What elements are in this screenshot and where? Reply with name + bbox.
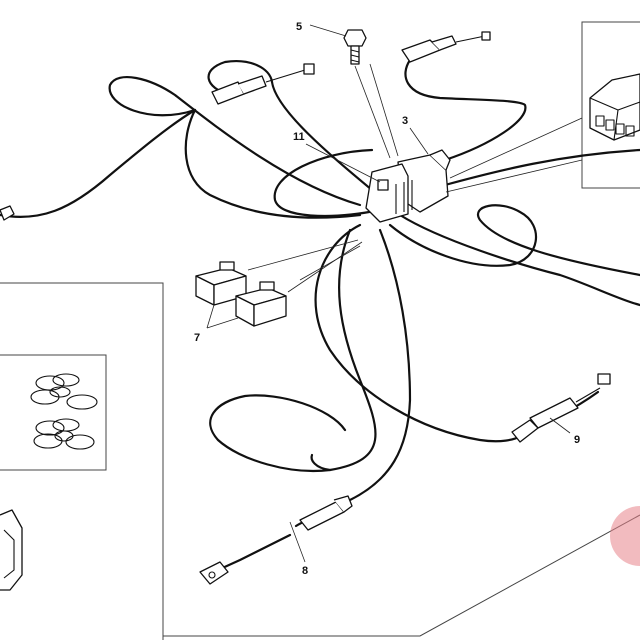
hotspot-marker[interactable] <box>610 506 640 566</box>
sensor-part-9 <box>511 373 611 443</box>
callout-5: 5 <box>296 21 302 33</box>
inset-frame-lower <box>163 514 640 637</box>
central-connector-block <box>365 149 451 223</box>
main-harness <box>0 58 640 572</box>
o-ring-set-lower <box>33 418 95 450</box>
bolt-part-5 <box>343 29 367 65</box>
clip-left <box>0 205 15 221</box>
relay-lower <box>235 281 287 327</box>
callout-7: 7 <box>194 332 200 344</box>
leader-lines <box>206 24 583 563</box>
callout-11: 11 <box>293 131 305 143</box>
sensor-plug-top <box>401 31 491 63</box>
inset-box-top-right <box>581 21 640 189</box>
inset-box-left <box>0 282 164 640</box>
o-ring-set-upper <box>30 373 98 410</box>
housing-fragment <box>0 509 23 591</box>
callout-8: 8 <box>302 565 308 577</box>
sensor-plug-left <box>211 63 315 105</box>
callout-9: 9 <box>574 434 580 446</box>
sensor-part-8 <box>199 495 353 585</box>
callout-3: 3 <box>402 115 408 127</box>
